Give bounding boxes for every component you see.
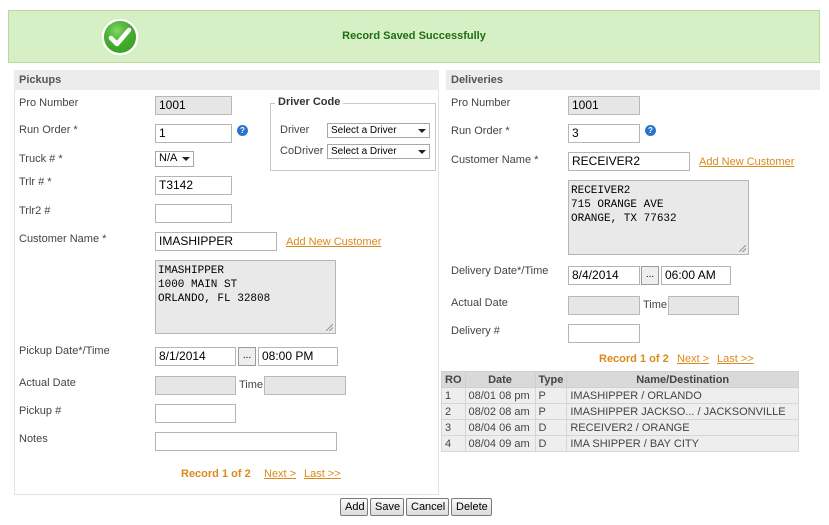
pickup-number-label: Pickup # — [19, 405, 62, 417]
delivery-time-field[interactable]: 06:00 AM — [661, 266, 731, 285]
cell-ro: 4 — [441, 435, 466, 452]
chevron-down-icon — [418, 150, 426, 154]
delivery-date-field[interactable]: 8/4/2014 — [568, 266, 640, 285]
success-banner: Record Saved Successfully — [8, 10, 820, 63]
cell-ro: 3 — [441, 419, 466, 436]
delete-button[interactable]: Delete — [451, 498, 492, 516]
delivery-next-link[interactable]: Next > — [677, 353, 710, 365]
pickup-record-indicator: Record 1 of 2 — [181, 468, 251, 480]
delivery-datetime-label: Delivery Date*/Time — [451, 265, 549, 277]
table-row[interactable]: 1 08/01 08 pm P IMASHIPPER / ORLANDO — [441, 387, 799, 404]
cell-ro: 2 — [441, 403, 466, 420]
delivery-actual-date-label: Actual Date — [451, 297, 508, 309]
cell-date: 08/01 08 pm — [464, 387, 536, 404]
delivery-number-field[interactable] — [568, 324, 640, 343]
pickup-actual-time-field — [264, 376, 346, 395]
pickup-time-label: Time — [239, 379, 264, 391]
delivery-run-order-label: Run Order * — [451, 125, 510, 137]
notes-label: Notes — [19, 433, 48, 445]
pickups-header: Pickups — [14, 70, 439, 90]
help-icon[interactable]: ? — [645, 125, 656, 136]
cell-date: 08/04 06 am — [464, 419, 536, 436]
deliveries-header: Deliveries — [446, 70, 820, 90]
delivery-actual-time-field — [668, 296, 739, 315]
driver-label: Driver — [280, 124, 310, 136]
truck-label: Truck # * — [19, 153, 63, 165]
cell-name: IMA SHIPPER / BAY CITY — [566, 435, 799, 452]
delivery-customer-name-label: Customer Name * — [451, 154, 539, 166]
delivery-pro-number-field: 1001 — [568, 96, 640, 115]
codriver-select[interactable]: Select a Driver — [327, 144, 430, 159]
add-button[interactable]: Add — [340, 498, 368, 516]
pickup-date-field[interactable]: 8/1/2014 — [155, 347, 236, 366]
driver-select-value: Select a Driver — [331, 125, 397, 136]
pickup-last-link[interactable]: Last >> — [304, 468, 341, 480]
col-header-date: Date — [464, 371, 536, 388]
cancel-button[interactable]: Cancel — [406, 498, 449, 516]
delivery-pro-number-label: Pro Number — [451, 97, 511, 109]
pickup-number-field[interactable] — [155, 404, 236, 423]
pickup-next-link[interactable]: Next > — [264, 468, 297, 480]
checkmark-circle-icon — [100, 17, 140, 57]
delivery-actual-date-field — [568, 296, 640, 315]
col-header-ro: RO — [441, 371, 466, 388]
cell-name: IMASHIPPER / ORLANDO — [566, 387, 799, 404]
delivery-run-order-field[interactable]: 3 — [568, 124, 640, 143]
cell-date: 08/02 08 am — [464, 403, 536, 420]
customer-name-label: Customer Name * — [19, 233, 107, 245]
stops-table: RO Date Type Name/Destination 1 08/01 08… — [441, 371, 799, 452]
col-header-type: Type — [534, 371, 568, 388]
driver-select[interactable]: Select a Driver — [327, 123, 430, 138]
table-row[interactable]: 4 08/04 09 am D IMA SHIPPER / BAY CITY — [441, 435, 799, 452]
delivery-number-label: Delivery # — [451, 325, 500, 337]
pickup-address-textarea[interactable]: IMASHIPPER 1000 MAIN ST ORLANDO, FL 3280… — [155, 260, 336, 334]
save-button[interactable]: Save — [370, 498, 404, 516]
pro-number-label: Pro Number — [19, 97, 79, 109]
delivery-add-new-customer-link[interactable]: Add New Customer — [699, 156, 795, 168]
codriver-select-value: Select a Driver — [331, 146, 397, 157]
truck-select-value: N/A — [159, 152, 178, 164]
delivery-date-picker-button[interactable]: ... — [641, 266, 659, 285]
driver-code-fieldset — [270, 103, 436, 171]
delivery-customer-field[interactable]: RECEIVER2 — [568, 152, 690, 171]
trlr2-field[interactable] — [155, 204, 232, 223]
delivery-address-textarea[interactable]: RECEIVER2 715 ORANGE AVE ORANGE, TX 7763… — [568, 180, 749, 255]
pickup-time-field[interactable]: 08:00 PM — [258, 347, 338, 366]
table-row[interactable]: 2 08/02 08 am P IMASHIPPER JACKSO... / J… — [441, 403, 799, 420]
help-icon[interactable]: ? — [237, 125, 248, 136]
pickup-datetime-label: Pickup Date*/Time — [19, 345, 110, 357]
trlr-field[interactable]: T3142 — [155, 176, 232, 195]
codriver-label: CoDriver — [280, 145, 324, 157]
driver-code-legend: Driver Code — [275, 96, 344, 108]
pickup-actual-date-field — [155, 376, 236, 395]
notes-field[interactable] — [155, 432, 337, 451]
table-row[interactable]: 3 08/04 06 am D RECEIVER2 / ORANGE — [441, 419, 799, 436]
chevron-down-icon — [418, 129, 426, 133]
delivery-time-label: Time — [643, 299, 668, 311]
cell-type: D — [534, 419, 568, 436]
pickup-date-picker-button[interactable]: ... — [238, 347, 256, 366]
cell-type: P — [534, 403, 568, 420]
pickup-run-order-field[interactable]: 1 — [155, 124, 232, 143]
pickup-add-new-customer-link[interactable]: Add New Customer — [286, 236, 382, 248]
cell-type: D — [534, 435, 568, 452]
cell-type: P — [534, 387, 568, 404]
cell-date: 08/04 09 am — [464, 435, 536, 452]
delivery-last-link[interactable]: Last >> — [717, 353, 754, 365]
pickup-pro-number-field: 1001 — [155, 96, 232, 115]
run-order-label: Run Order * — [19, 124, 78, 136]
cell-name: RECEIVER2 / ORANGE — [566, 419, 799, 436]
delivery-record-indicator: Record 1 of 2 — [599, 353, 669, 365]
truck-select[interactable]: N/A — [155, 151, 194, 167]
chevron-down-icon — [182, 157, 190, 161]
pickup-customer-field[interactable]: IMASHIPPER — [155, 232, 277, 251]
col-header-name: Name/Destination — [566, 371, 799, 388]
pickup-actual-date-label: Actual Date — [19, 377, 76, 389]
cell-name: IMASHIPPER JACKSO... / JACKSONVILLE — [566, 403, 799, 420]
banner-message: Record Saved Successfully — [342, 30, 486, 42]
table-header-row: RO Date Type Name/Destination — [441, 371, 799, 388]
cell-ro: 1 — [441, 387, 466, 404]
trlr2-label: Trlr2 # — [19, 205, 51, 217]
trlr-label: Trlr # * — [19, 176, 52, 188]
